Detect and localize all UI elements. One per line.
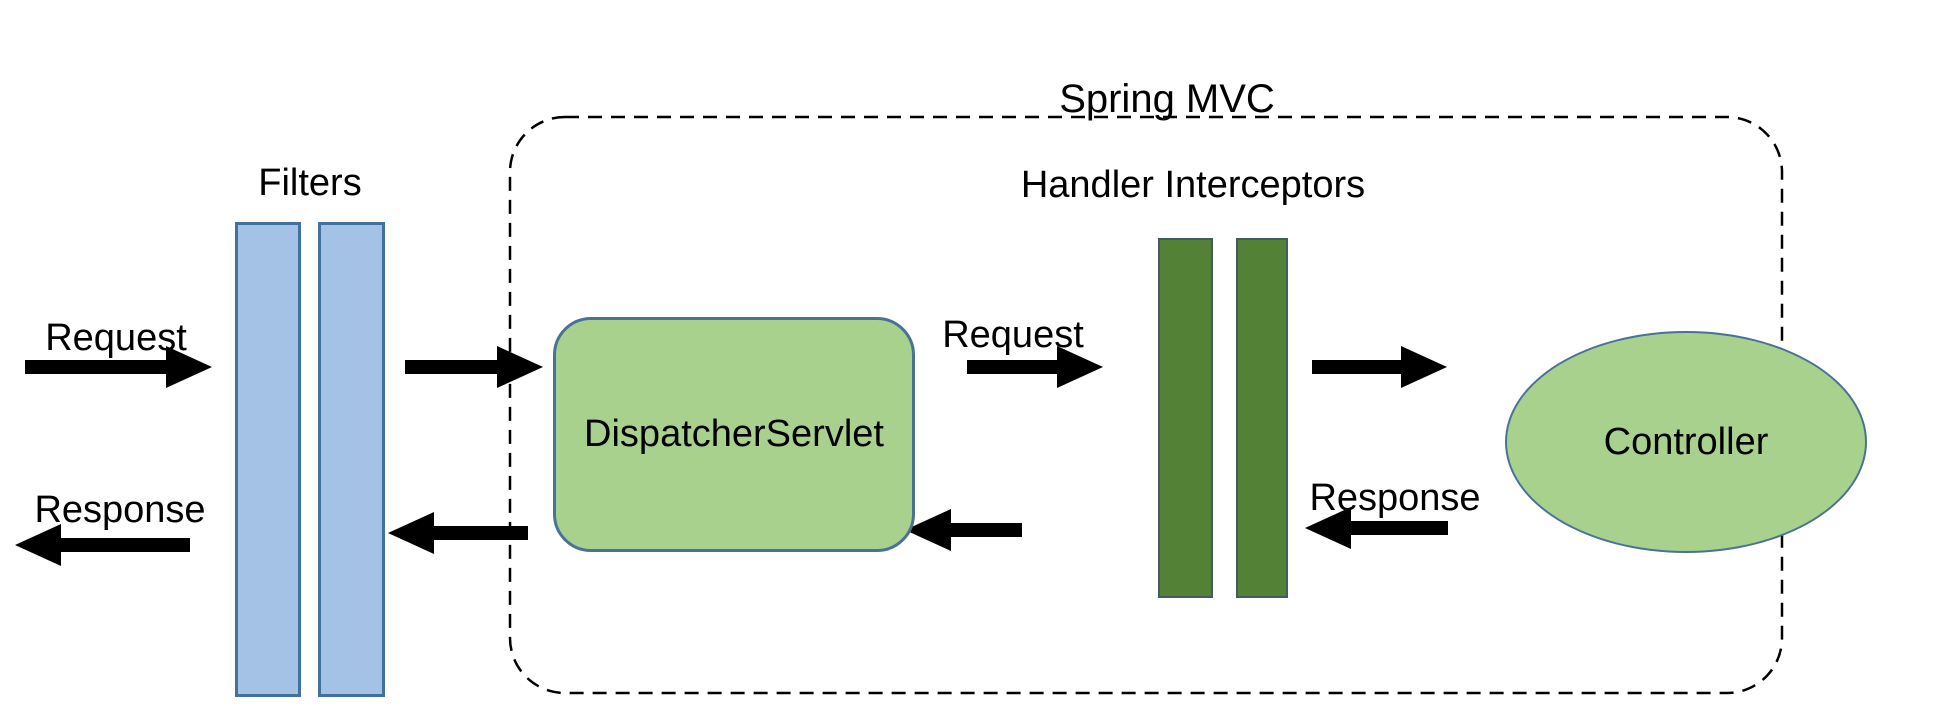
- handler-interceptors-label: Handler Interceptors: [1020, 164, 1366, 206]
- arrow-interceptors-to-controller: [1312, 346, 1447, 388]
- filter-bar-1: [235, 222, 301, 697]
- request-outer-label: Request: [45, 317, 187, 359]
- dispatcher-servlet-label: DispatcherServlet: [584, 413, 884, 455]
- arrow-filters-to-dispatcher: [405, 346, 543, 388]
- spring-mvc-boundary-label: Spring MVC: [1059, 77, 1275, 121]
- response-inner-label: Response: [1309, 477, 1481, 519]
- arrow-dispatcher-to-filters: [388, 512, 528, 554]
- interceptor-bar-1: [1158, 238, 1213, 598]
- controller-label: Controller: [1603, 420, 1769, 463]
- request-inner-label: Request: [942, 314, 1084, 356]
- controller-node: Controller: [1505, 331, 1867, 553]
- interceptor-bar-2: [1236, 238, 1288, 598]
- arrow-interceptors-to-dispatcher: [905, 509, 1022, 551]
- dispatcher-servlet-node: DispatcherServlet: [553, 317, 915, 552]
- filter-bar-2: [318, 222, 385, 697]
- filters-label: Filters: [258, 162, 362, 204]
- response-outer-label: Response: [34, 489, 206, 531]
